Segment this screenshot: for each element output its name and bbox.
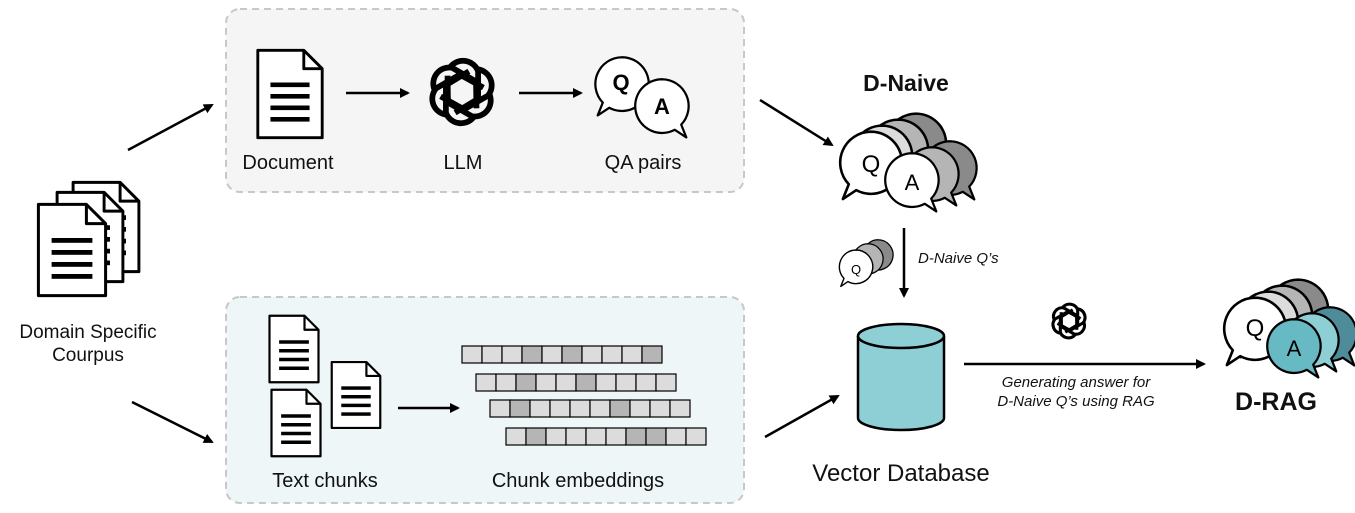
embedding-cell: [541, 345, 563, 364]
generating-label-line2: D-Naive Q’s using RAG: [997, 393, 1155, 410]
embedding-cell: [655, 373, 677, 392]
text-chunks-label: Text chunks: [272, 470, 378, 492]
chunk-embeddings-label: Chunk embeddings: [491, 470, 665, 492]
embedding-cell: [475, 373, 497, 392]
embedding-cell: [529, 399, 551, 418]
embedding-cell: [515, 373, 537, 392]
embedding-cell: [585, 427, 607, 446]
d-naive-questions-icon: [838, 239, 894, 288]
embedding-cell: [525, 427, 547, 446]
embedding-cell: [601, 345, 623, 364]
embedding-cell: [685, 427, 707, 446]
chunk-embeddings: [461, 345, 707, 446]
d-naive-qa-icon: [838, 112, 978, 213]
embedding-cell: [665, 427, 687, 446]
arrow-to-d-naive: [759, 98, 834, 147]
d-naive-questions-label: D-Naive Q’s: [918, 250, 999, 267]
embedding-cell: [669, 399, 691, 418]
embedding-cell: [645, 427, 667, 446]
vector-database-label: Vector Database: [812, 460, 990, 487]
d-rag-title: D-RAG: [1235, 388, 1317, 416]
embedding-cell: [535, 373, 557, 392]
arrow-to-vector-db: [764, 394, 840, 439]
embedding-cell: [461, 345, 483, 364]
qa-a-letter: A: [654, 94, 670, 119]
arrow-corpus-to-top: [127, 103, 214, 152]
generating-label-line1: Generating answer for: [1001, 374, 1151, 391]
embedding-cell: [615, 373, 637, 392]
d-naive-title: D-Naive: [863, 70, 949, 96]
embedding-cell: [609, 399, 631, 418]
d-rag-qa-icon: [1222, 278, 1355, 379]
embedding-cell: [641, 345, 663, 364]
embedding-cell: [635, 373, 657, 392]
embedding-cell: [501, 345, 523, 364]
embedding-cell: [595, 373, 617, 392]
embedding-cell: [575, 373, 597, 392]
arrow-corpus-to-bottom: [131, 400, 214, 444]
generator-llm-icon: [1048, 302, 1090, 340]
d-naive-a-letter: A: [905, 170, 920, 195]
embedding-cell: [545, 427, 567, 446]
d-naive-small-q-letter: Q: [851, 262, 861, 277]
embedding-cell: [565, 427, 587, 446]
qa-pairs-label: QA pairs: [604, 152, 682, 174]
embedding-cell: [561, 345, 583, 364]
vector-database-icon: [856, 322, 946, 432]
embedding-cell: [581, 345, 603, 364]
embedding-cell: [605, 427, 627, 446]
embedding-cell: [549, 399, 571, 418]
embedding-cell: [489, 399, 511, 418]
embedding-cell: [521, 345, 543, 364]
embedding-cell: [621, 345, 643, 364]
d-rag-q-letter: Q: [1246, 315, 1265, 342]
document-icon: [256, 48, 324, 140]
document-label: Document: [242, 152, 334, 174]
embedding-cell: [569, 399, 591, 418]
corpus-documents-icon: [36, 180, 141, 298]
embedding-cell: [625, 427, 647, 446]
corpus-label-line2: Courpus: [52, 345, 124, 366]
embedding-cell: [589, 399, 611, 418]
corpus-label-line1: Domain Specific: [19, 322, 157, 343]
embedding-cell: [505, 427, 527, 446]
embedding-cell: [481, 345, 503, 364]
embedding-cell: [555, 373, 577, 392]
embedding-cell: [629, 399, 651, 418]
qa-q-letter: Q: [612, 70, 629, 95]
d-rag-a-letter: A: [1287, 336, 1302, 361]
llm-label: LLM: [443, 152, 483, 174]
embedding-cell: [509, 399, 531, 418]
d-naive-q-letter: Q: [862, 151, 881, 178]
embedding-cell: [495, 373, 517, 392]
embedding-cell: [649, 399, 671, 418]
